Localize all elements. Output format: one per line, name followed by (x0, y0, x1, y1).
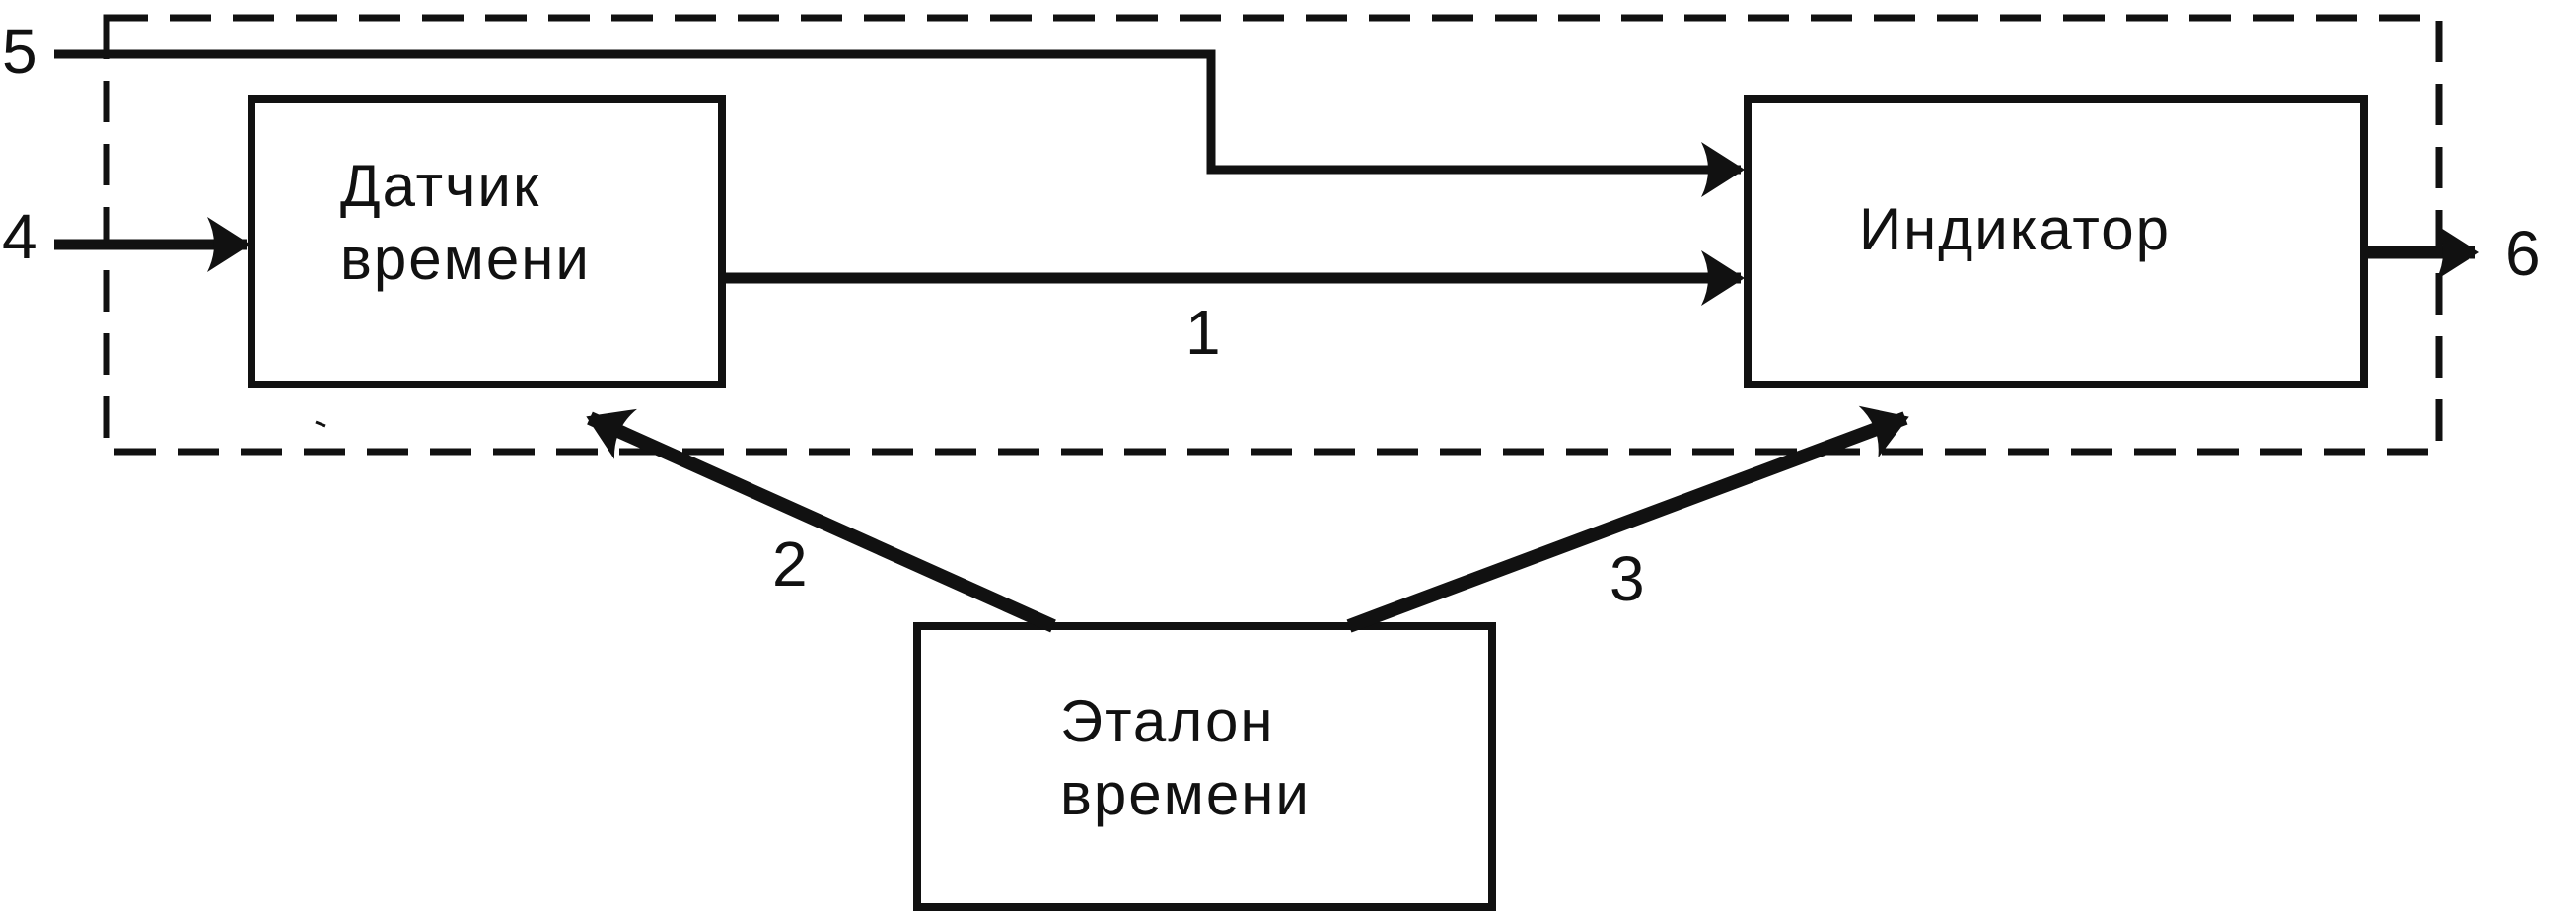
indicator-label: Индикатор (1859, 193, 2171, 266)
time-standard-label-line2: времени (1060, 761, 1311, 827)
time-standard-label-line1: Эталон (1060, 688, 1275, 754)
indicator-block (1744, 95, 2368, 388)
connection-1-number: 1 (1185, 297, 1221, 368)
time-sensor-label-line2: времени (340, 226, 591, 292)
indicator-label-line1: Индикатор (1859, 196, 2171, 262)
connection-3-number: 3 (1610, 543, 1645, 614)
connection-5-line (54, 49, 1745, 197)
connection-5-number: 5 (2, 16, 37, 87)
connection-2-line (586, 408, 1056, 633)
time-standard-block (913, 622, 1496, 911)
connection-6-number: 6 (2505, 218, 2540, 289)
time-sensor-label: Датчик времени (340, 150, 591, 296)
time-sensor-label-line1: Датчик (340, 153, 541, 219)
scan-speck (315, 420, 326, 428)
connection-4-number: 4 (2, 201, 37, 272)
time-standard-label: Эталон времени (1060, 685, 1311, 831)
time-sensor-block (248, 95, 726, 388)
connection-3-line (1346, 405, 1909, 633)
connection-2-number: 2 (772, 528, 808, 599)
